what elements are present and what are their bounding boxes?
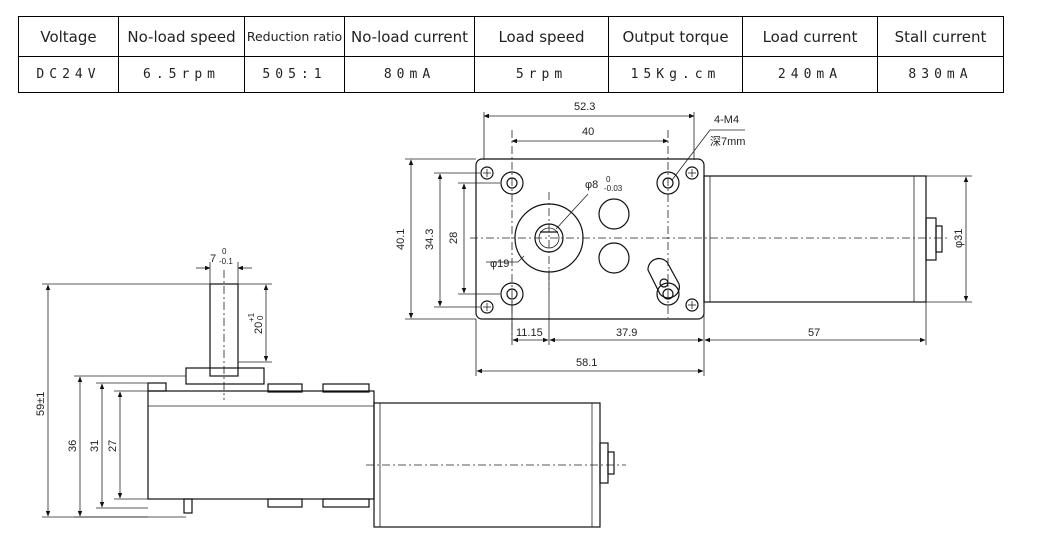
gear-hole (598, 242, 630, 274)
dim-36: 36 (67, 440, 79, 452)
motor-diameter: φ31 (953, 229, 965, 248)
value-load-current: 240mA (742, 56, 878, 93)
header-stall-current: Stall current (877, 16, 1004, 57)
side-shaft-diameter-tol: -0.1 (219, 257, 233, 266)
shaft-tol-lower: -0.03 (604, 184, 623, 193)
dim-37-9: 37.9 (616, 327, 637, 339)
corner-screw (480, 166, 699, 314)
slot (647, 257, 680, 299)
spec-table: Voltage No-load speed Reduction ratio No… (18, 16, 1004, 93)
dim-34-3: 34.3 (424, 229, 436, 250)
dim-40: 40 (582, 126, 594, 138)
gear-hole (598, 198, 630, 230)
spec-value-row: DC24V 6.5rpm 505:1 80mA 5rpm 15Kg.cm 240… (18, 56, 1004, 93)
spec-header-row: Voltage No-load speed Reduction ratio No… (18, 16, 1004, 57)
header-load-current: Load current (742, 16, 878, 57)
dim-52-3: 52.3 (574, 101, 595, 113)
header-voltage: Voltage (18, 16, 119, 57)
dim-31: 31 (89, 440, 101, 452)
value-output-torque: 15Kg.cm (608, 56, 743, 93)
header-no-load-speed: No-load speed (118, 16, 245, 57)
shaft-tol-upper: 0 (606, 175, 611, 184)
side-shaft-length: 20 (253, 322, 265, 334)
m4-mounting-hole (500, 171, 680, 306)
side-gearbox (147, 390, 375, 500)
value-no-load-current: 80mA (344, 56, 475, 93)
shaft-diameter: φ8 (585, 179, 598, 191)
front-view: 52.3 40 4-M4 深7mm φ8 0 -0.03 φ19 40.1 34… (395, 101, 972, 376)
hole-depth: 深7mm (710, 135, 745, 148)
hole-label: 4-M4 (714, 114, 739, 126)
side-shaft-length-tol-lower: 0 (256, 315, 265, 320)
motor-body (703, 175, 943, 303)
dim-11-15: 11.15 (516, 327, 543, 339)
value-voltage: DC24V (18, 56, 119, 93)
dim-27: 27 (107, 440, 119, 452)
value-reduction-ratio: 505:1 (244, 56, 345, 93)
side-shaft-length-tol-upper: +1 (247, 312, 256, 322)
boss-diameter: φ19 (490, 258, 509, 270)
gear-bumps-bottom (183, 498, 370, 514)
dim-57: 57 (808, 327, 820, 339)
side-shaft-diameter: 7 (210, 253, 216, 265)
dim-59: 59±1 (35, 392, 47, 416)
side-view: 7 0 -0.1 20 +1 0 59±1 36 31 27 (35, 247, 626, 528)
dim-40-1: 40.1 (395, 229, 407, 250)
side-output-shaft (209, 283, 239, 377)
value-stall-current: 830mA (877, 56, 1004, 93)
side-motor (373, 402, 601, 528)
header-no-load-current: No-load current (344, 16, 475, 57)
value-load-speed: 5rpm (474, 56, 609, 93)
dim-28: 28 (448, 232, 460, 244)
side-shaft-diameter-tol-upper: 0 (222, 247, 227, 256)
value-no-load-speed: 6.5rpm (118, 56, 245, 93)
dim-58-1: 58.1 (576, 357, 597, 369)
